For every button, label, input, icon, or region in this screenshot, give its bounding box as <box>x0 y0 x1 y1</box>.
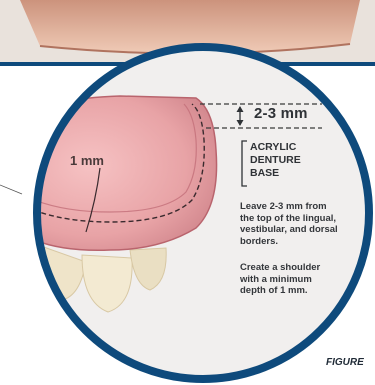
base-label-line-1: ACRYLIC <box>250 141 296 153</box>
base-label-line-3: BASE <box>250 167 279 179</box>
measurement-inner-label: 1 mm <box>70 153 104 168</box>
note-1-line-4: borders. <box>240 236 350 248</box>
note-2-line-3: depth of 1 mm. <box>240 285 350 297</box>
note-2-line-1: Create a shoulder <box>240 262 350 274</box>
note-1-line-1: Leave 2-3 mm from <box>240 201 350 213</box>
measurement-top-label: 2-3 mm <box>254 105 308 122</box>
note-2-line-2: with a minimum <box>240 274 350 286</box>
figure-caption: FIGURE <box>326 357 364 368</box>
note-1: Leave 2-3 mm from the top of the lingual… <box>240 201 350 247</box>
note-2: Create a shoulder with a minimum depth o… <box>240 262 350 297</box>
note-1-line-3: vestibular, and dorsal <box>240 224 350 236</box>
base-label-line-2: DENTURE <box>250 154 301 166</box>
left-pointer-line <box>0 185 22 194</box>
note-1-line-2: the top of the lingual, <box>240 213 350 225</box>
